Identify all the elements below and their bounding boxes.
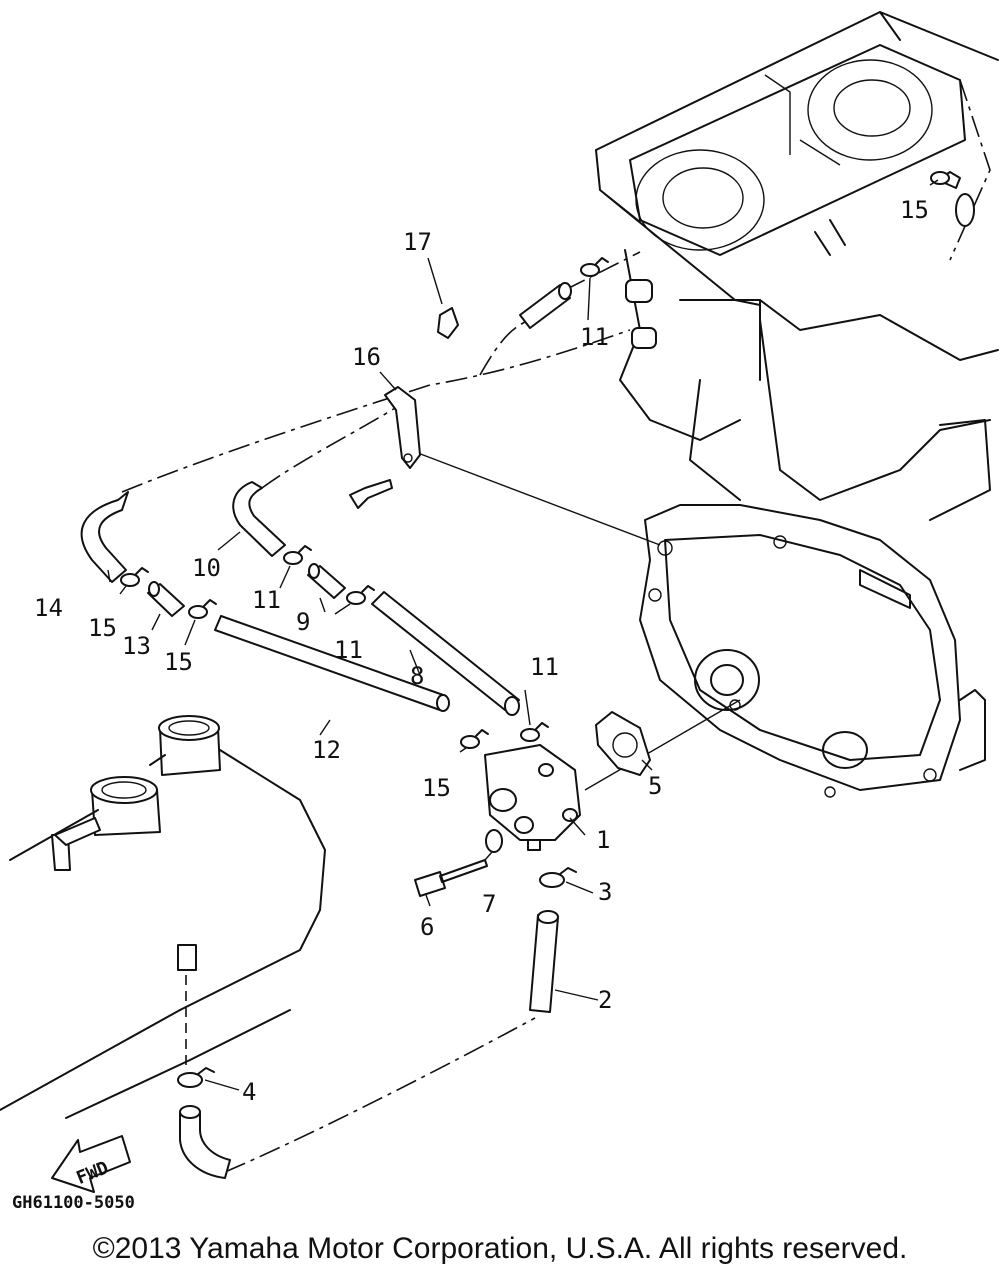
- diagram-code: GH61100-5050: [12, 1193, 135, 1213]
- bracket-16: [349, 386, 421, 509]
- callout-15-c: 15: [422, 774, 451, 802]
- parts-diagram: FWD 1 2 3 4 5 6 7 8 9 10 11 11 11 11 12 …: [0, 11, 999, 1213]
- callout-14: 14: [34, 594, 63, 622]
- callout-11-a: 11: [252, 586, 281, 614]
- callout-17: 17: [403, 228, 432, 256]
- callout-labels: 1 2 3 4 5 6 7 8 9 10 11 11 11 11 12 13 1…: [34, 196, 929, 1106]
- fwd-arrow: FWD: [51, 1135, 131, 1193]
- clamps: [120, 171, 950, 1088]
- callout-11-d: 11: [530, 653, 559, 681]
- callout-4: 4: [242, 1078, 256, 1106]
- oil-tank: [0, 715, 326, 1119]
- clip-17: [437, 307, 459, 339]
- callout-12: 12: [312, 736, 341, 764]
- oil-pump: [484, 744, 581, 851]
- callout-3: 3: [598, 878, 612, 906]
- engine-block: [595, 11, 999, 501]
- callout-8: 8: [410, 662, 424, 690]
- callout-10: 10: [192, 554, 221, 582]
- callout-15-d: 15: [900, 196, 929, 224]
- callout-2: 2: [598, 986, 612, 1014]
- copyright-notice: ©2013 Yamaha Motor Corporation, U.S.A. A…: [92, 1232, 908, 1265]
- hose-2: [529, 914, 559, 1013]
- callout-11-b: 11: [334, 636, 363, 664]
- washer-7: [485, 829, 503, 853]
- callout-15-a: 15: [88, 614, 117, 642]
- bolt-6: [414, 859, 488, 897]
- leader-lines: [107, 179, 939, 1091]
- hose-routing: [121, 251, 741, 1173]
- hose-8: [371, 591, 520, 711]
- callout-5: 5: [648, 772, 662, 800]
- callout-7: 7: [482, 890, 496, 918]
- hose-14: [80, 491, 129, 583]
- engine-cover: [639, 419, 991, 798]
- callout-15-b: 15: [164, 648, 193, 676]
- gasket-5: [595, 711, 651, 776]
- callout-6: 6: [420, 913, 434, 941]
- callout-11-c: 11: [580, 323, 609, 351]
- hose-10: [232, 481, 286, 557]
- callout-9: 9: [296, 608, 310, 636]
- callout-16: 16: [352, 343, 381, 371]
- hose-bottom: [179, 1111, 231, 1179]
- callout-13: 13: [122, 632, 151, 660]
- filters: [147, 563, 346, 617]
- hose-upper: [519, 284, 571, 329]
- callout-1: 1: [596, 826, 610, 854]
